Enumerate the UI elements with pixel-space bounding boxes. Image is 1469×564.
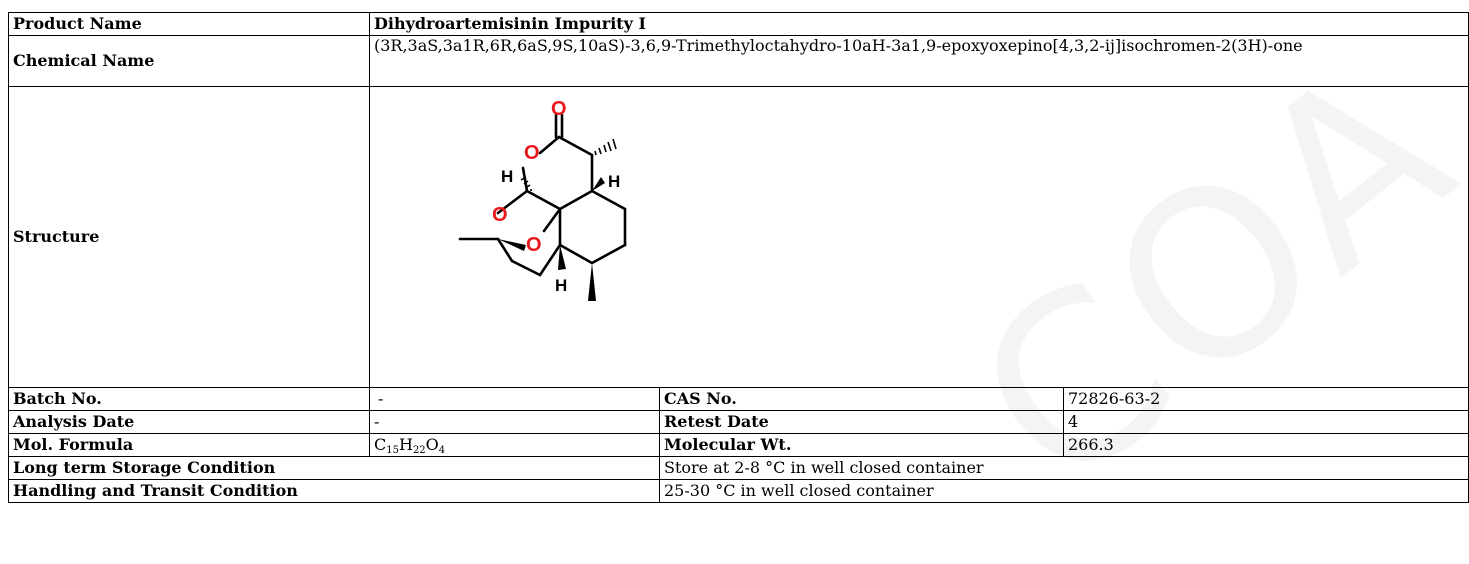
coa-table: Product Name Dihydroartemisinin Impurity… [8,12,1469,503]
retest-date-label: Retest Date [659,410,1064,434]
handling-condition-value: 25-30 °C in well closed container [658,479,1469,503]
row-storage: Long term Storage Condition Store at 2-8… [8,456,1469,480]
row-product-name: Product Name Dihydroartemisinin Impurity… [8,12,1469,36]
product-name-value: Dihydroartemisinin Impurity I [368,12,1469,36]
handling-condition-label: Handling and Transit Condition [8,479,660,503]
product-name-label: Product Name [8,12,370,36]
bridge-oxygen: O [526,234,542,256]
ring-oxygen: O [524,142,540,164]
hydrogen-top-right: H [608,172,620,191]
analysis-date-value: - [369,410,660,434]
storage-condition-value: Store at 2-8 °C in well closed container [658,456,1469,480]
molecule-structure-diagram: O O O O H H H [458,98,627,301]
batch-no-value: - [369,387,660,411]
row-chemical-name: Chemical Name (3R,3aS,3a1R,6R,6aS,9S,10a… [8,35,1469,87]
ether-oxygen: O [492,204,508,226]
hydrogen-bottom: H [555,276,567,295]
cas-no-value: 72826-63-2 [1062,387,1469,411]
carbonyl-oxygen: O [551,98,567,120]
mol-formula-label: Mol. Formula [8,433,370,457]
mol-formula-value: C15H22O4 [369,433,660,457]
storage-condition-label: Long term Storage Condition [8,456,660,480]
analysis-date-label: Analysis Date [8,410,370,434]
row-dates: Analysis Date - Retest Date 4 [8,410,1469,434]
molecular-wt-value: 266.3 [1062,433,1469,457]
row-batch-cas: Batch No. - CAS No. 72826-63-2 [8,387,1469,411]
retest-date-value: 4 [1062,410,1469,434]
cas-no-label: CAS No. [659,387,1064,411]
structure-label: Structure [8,86,370,388]
hydrogen-top-left: H [501,167,513,186]
chemical-name-value: (3R,3aS,3a1R,6R,6aS,9S,10aS)-3,6,9-Trime… [368,35,1469,87]
batch-no-label: Batch No. [8,387,370,411]
structure-cell: O O O O H H H [368,86,1469,388]
row-structure: Structure [8,86,1469,388]
chemical-name-label: Chemical Name [8,35,370,87]
row-handling: Handling and Transit Condition 25-30 °C … [8,479,1469,503]
row-formula-mw: Mol. Formula C15H22O4 Molecular Wt. 266.… [8,433,1469,457]
molecular-wt-label: Molecular Wt. [659,433,1064,457]
